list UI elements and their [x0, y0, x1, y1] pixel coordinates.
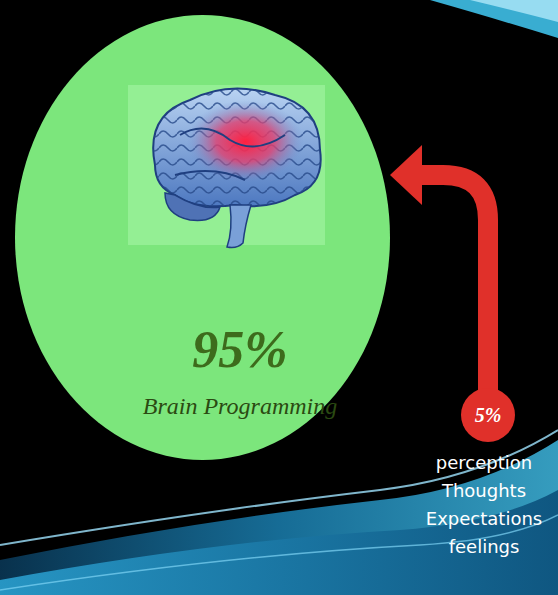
arrow-connector	[390, 145, 488, 390]
bottom-wave-band	[0, 490, 558, 595]
percent-value: 5%	[461, 404, 515, 427]
brain-circle: 95% Brain Programming	[15, 15, 390, 460]
list-label: feelings	[416, 536, 552, 557]
list-label: perception	[416, 452, 552, 473]
percent-value: 95%	[140, 320, 340, 379]
percent-circle: 5%	[461, 388, 515, 442]
list-label: Thoughts	[416, 480, 552, 501]
top-swoosh-light	[470, 0, 558, 22]
bottom-wave	[0, 440, 558, 595]
arrow-head	[390, 145, 422, 205]
list-label: Expectations	[416, 508, 552, 529]
node-title: Brain Programming	[127, 393, 353, 420]
arrow-shaft	[420, 175, 488, 390]
bottom-wave-line	[0, 430, 558, 545]
top-swoosh	[430, 0, 558, 38]
